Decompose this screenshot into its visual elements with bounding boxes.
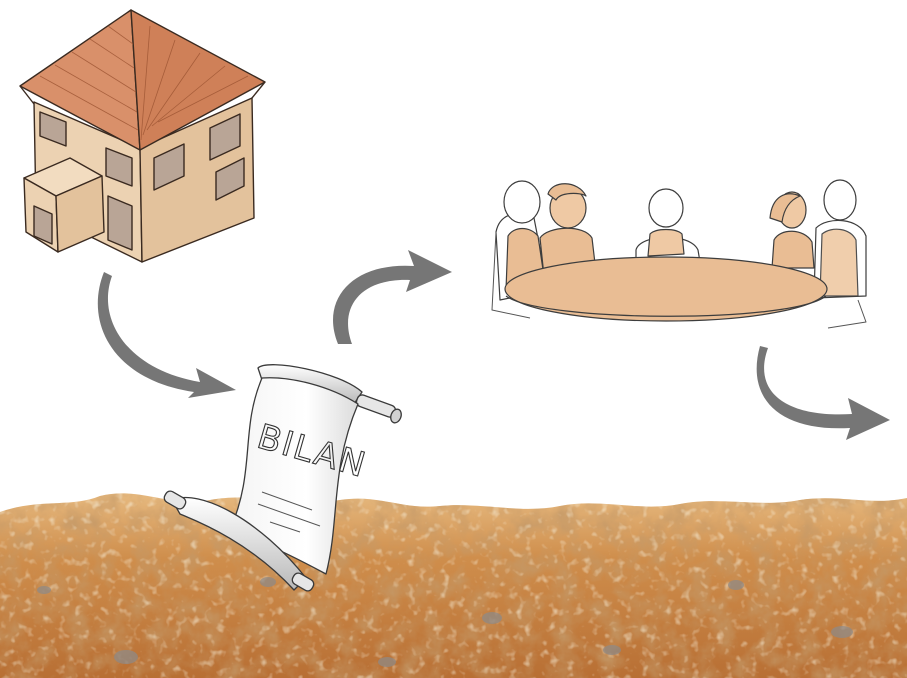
meeting-table-icon <box>491 179 867 329</box>
house-icon <box>19 9 266 263</box>
person-icon <box>635 188 701 265</box>
ground <box>0 493 907 678</box>
arrow-icon <box>97 250 890 440</box>
person-icon <box>769 191 815 269</box>
person-icon <box>813 179 867 299</box>
scroll-icon <box>163 364 402 592</box>
